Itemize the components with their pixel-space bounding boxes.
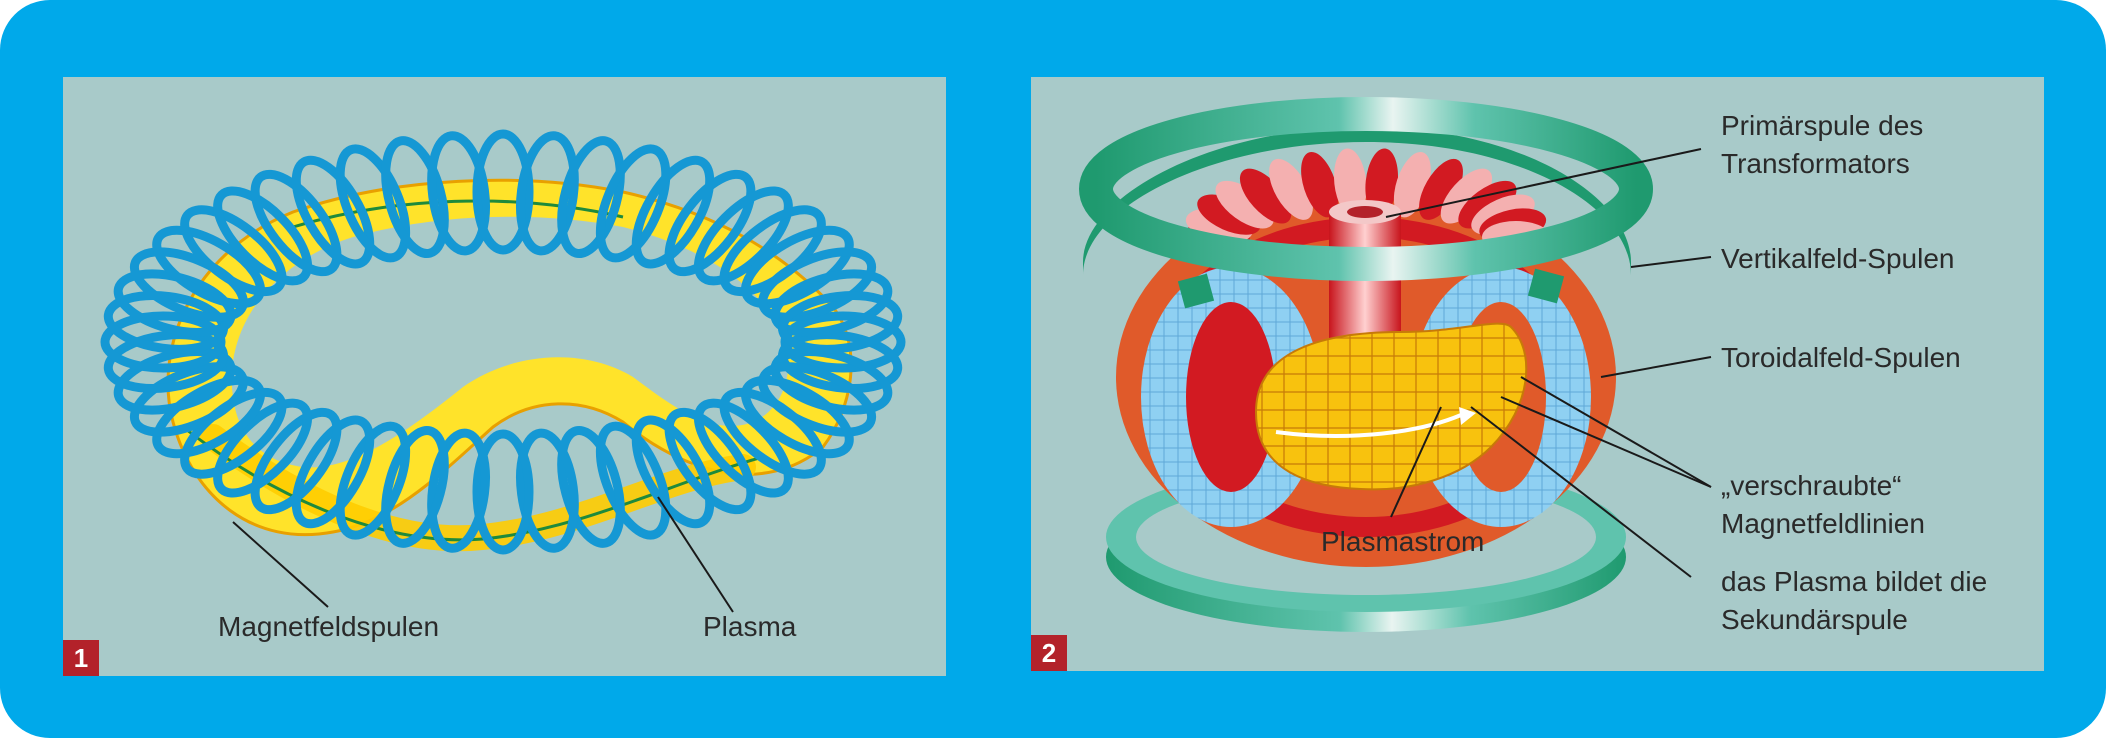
- coil-loop: [516, 428, 579, 553]
- coil-loop: [213, 398, 313, 498]
- coil-ridge: [1269, 158, 1313, 220]
- coil-loop: [427, 131, 490, 256]
- coil-loop: [291, 155, 375, 269]
- coil-ridge: [1419, 158, 1463, 220]
- coil-loop: [664, 407, 756, 515]
- coil-loop: [152, 375, 265, 459]
- coil-loop: [770, 269, 893, 337]
- stellarator-illustration: [100, 129, 906, 613]
- coil-loop: [631, 415, 715, 529]
- coil-ridge: [1333, 148, 1367, 217]
- coil-loop: [516, 131, 579, 256]
- coil-loop: [291, 415, 375, 529]
- coil-loop: [758, 247, 877, 322]
- leader-magnetfeldspulen: [232, 521, 329, 608]
- coil-loop: [557, 425, 625, 548]
- vertical-field-coil-top: [1079, 97, 1653, 309]
- plasma-torus: [1254, 322, 1528, 491]
- panel-number-badge: 2: [1031, 635, 1067, 671]
- coil-loop: [741, 375, 854, 459]
- coil-ridge: [1239, 168, 1292, 224]
- coil-loop: [335, 144, 411, 263]
- label-sekundaerspule: das Plasma bildet die Sekundärspule: [1721, 566, 1988, 635]
- coil-ridge: [1301, 151, 1339, 218]
- coil-loop: [631, 155, 715, 269]
- coil-loop: [427, 428, 490, 553]
- coil-loop: [741, 225, 854, 309]
- coil-loop: [113, 347, 236, 415]
- coil-loop: [129, 362, 248, 437]
- label-plasmastrom: Plasmastrom: [1321, 526, 1485, 557]
- plasma-current-arrow: [1275, 413, 1462, 438]
- coil-loop: [381, 425, 449, 548]
- coil-ridge: [1440, 168, 1493, 224]
- label-magnetfeldlinien: „verschraubte“ Magnetfeldlinien: [1721, 470, 1925, 539]
- label-primaerspule: Primärspule des Transformators: [1721, 110, 1924, 179]
- magnet-coils: [100, 129, 906, 555]
- coil-loop: [472, 129, 534, 255]
- label-magnetfeldspulen: Magnetfeldspulen: [218, 611, 440, 642]
- coil-loop: [152, 225, 265, 309]
- panel-tokamak: Primärspule des Transformators Vertikalf…: [1031, 77, 2044, 671]
- coil-loop: [381, 136, 449, 259]
- coil-loop: [335, 421, 411, 540]
- coil-loop: [693, 398, 793, 498]
- coil-ridge: [1365, 148, 1399, 217]
- tokamak-illustration: [1079, 97, 1712, 632]
- coil-loop: [557, 136, 625, 259]
- coil-loop: [719, 387, 826, 479]
- leader-plasma: [657, 496, 734, 613]
- coil-loop: [213, 186, 313, 286]
- leader-lines: [1385, 148, 1712, 578]
- label-plasma: Plasma: [703, 611, 797, 642]
- coil-loop: [180, 205, 287, 297]
- coil-loop: [250, 407, 342, 515]
- coil-loop: [693, 186, 793, 286]
- coil-loop: [250, 169, 342, 277]
- panel-stellarator: Magnetfeldspulen Plasma 1: [63, 77, 946, 676]
- label-toroidalfeld-spulen: Toroidalfeld-Spulen: [1721, 342, 1961, 373]
- label-vertikalfeld-spulen: Vertikalfeld-Spulen: [1721, 243, 1955, 274]
- coil-ridge: [1197, 194, 1261, 235]
- coil-loop: [777, 291, 903, 354]
- coil-loop: [595, 144, 671, 263]
- coil-loop: [664, 169, 756, 277]
- coil-loop: [595, 421, 671, 540]
- panel-number-badge: 1: [63, 640, 99, 676]
- coil-loop: [103, 330, 229, 393]
- coil-loop: [472, 429, 534, 555]
- coil-ridge: [1215, 180, 1274, 229]
